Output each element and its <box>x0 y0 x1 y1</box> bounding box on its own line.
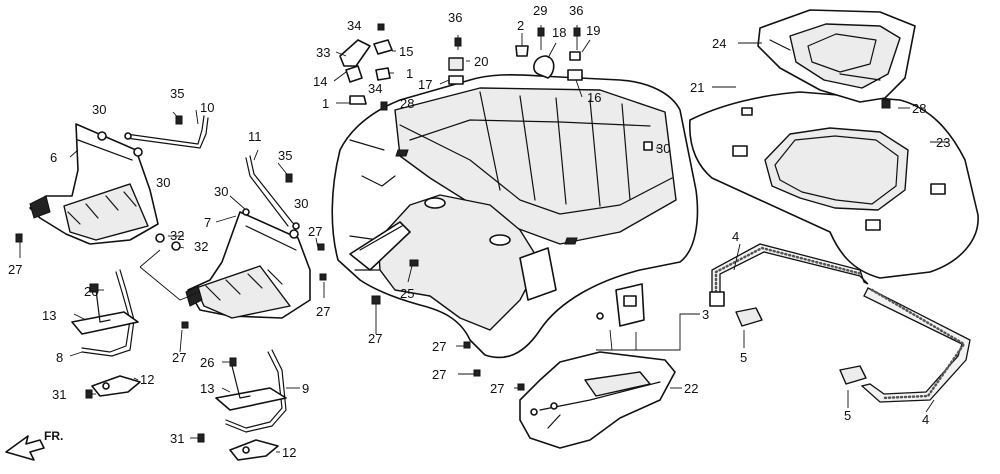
callout-14: 14 <box>313 74 327 89</box>
callout-34: 34 <box>347 18 361 33</box>
callout-11: 11 <box>248 129 262 144</box>
part-5-blocks <box>735 307 867 385</box>
part-11-stay <box>245 155 300 230</box>
part-10-stay <box>124 115 209 149</box>
part-24-lid <box>757 9 916 103</box>
part-13-plate-b <box>215 365 287 411</box>
callout-4: 4 <box>732 229 739 244</box>
callout-35-b: 35 <box>278 148 292 163</box>
callout-28: 28 <box>912 101 926 116</box>
callout-31-b: 31 <box>170 431 184 446</box>
callout-28-b: 28 <box>400 96 414 111</box>
part-22-guard <box>519 351 676 449</box>
fender-liner <box>349 221 411 271</box>
callout-27-g: 27 <box>432 367 446 382</box>
callout-10: 10 <box>200 100 214 115</box>
callout-19: 19 <box>586 23 600 38</box>
callout-21: 21 <box>690 80 704 95</box>
callout-7: 7 <box>204 215 211 230</box>
callout-29: 29 <box>533 3 547 18</box>
callout-36: 36 <box>448 10 462 25</box>
callout-35: 35 <box>170 86 184 101</box>
callout-27-h: 27 <box>490 381 504 396</box>
callout-18: 18 <box>552 25 566 40</box>
callout-13-b: 13 <box>200 381 214 396</box>
callout-20: 20 <box>474 54 488 69</box>
callout-31: 31 <box>52 387 66 402</box>
fender-hardware-plate <box>596 283 645 327</box>
callout-34-b: 34 <box>368 81 382 96</box>
callout-30-e: 30 <box>294 196 308 211</box>
callout-27-b: 27 <box>308 224 322 239</box>
callout-4-b: 4 <box>922 412 929 427</box>
callout-27-c: 27 <box>316 304 330 319</box>
callout-23: 23 <box>936 135 950 150</box>
callout-16: 16 <box>587 90 601 105</box>
callout-8: 8 <box>56 350 63 365</box>
callout-24: 24 <box>712 36 726 51</box>
leader-lines <box>19 25 948 453</box>
callout-27-f: 27 <box>432 339 446 354</box>
front-direction-arrow: FR. <box>5 429 63 461</box>
callout-32-b: 32 <box>194 239 208 254</box>
part-4-strips <box>709 243 971 403</box>
callout-3: 3 <box>702 307 709 322</box>
callout-1-b: 1 <box>322 96 329 111</box>
callout-30: 30 <box>656 141 670 156</box>
front-direction-label: FR. <box>44 429 63 443</box>
callout-30-c: 30 <box>156 175 170 190</box>
callout-12: 12 <box>140 372 154 387</box>
part-12-bracket-a <box>91 375 141 397</box>
callout-32: 32 <box>170 228 184 243</box>
callout-5: 5 <box>740 350 747 365</box>
rear-fender <box>331 74 699 359</box>
part-23-carrier <box>689 91 979 279</box>
callout-1: 1 <box>406 66 413 81</box>
part-6-footrest <box>29 123 159 245</box>
callout-5-b: 5 <box>844 408 851 423</box>
part-9-bar <box>225 349 287 433</box>
part-7-footrest <box>185 211 311 319</box>
callout-27-e: 27 <box>172 350 186 365</box>
fasteners <box>15 23 891 443</box>
callout-22: 22 <box>684 381 698 396</box>
callout-25: 25 <box>400 286 414 301</box>
callout-15: 15 <box>399 44 413 59</box>
callout-12-b: 12 <box>282 445 296 460</box>
small-clips <box>339 39 653 151</box>
part-12-bracket-b <box>229 439 279 461</box>
callout-2: 2 <box>517 18 524 33</box>
callout-13: 13 <box>42 308 56 323</box>
callout-17: 17 <box>418 77 432 92</box>
callout-27: 27 <box>8 262 22 277</box>
callout-30-d: 30 <box>214 184 228 199</box>
callout-labels: 24 21 28 23 30 34 33 15 1 14 34 1 28 36 … <box>8 3 950 460</box>
part-13-plate-a <box>71 289 139 335</box>
callout-9: 9 <box>302 381 309 396</box>
part-8-bar <box>81 269 135 357</box>
callout-36-b: 36 <box>569 3 583 18</box>
callout-6: 6 <box>50 150 57 165</box>
callout-30-b: 30 <box>92 102 106 117</box>
callout-33: 33 <box>316 45 330 60</box>
callout-26-b: 26 <box>200 355 214 370</box>
callout-27-d: 27 <box>368 331 382 346</box>
